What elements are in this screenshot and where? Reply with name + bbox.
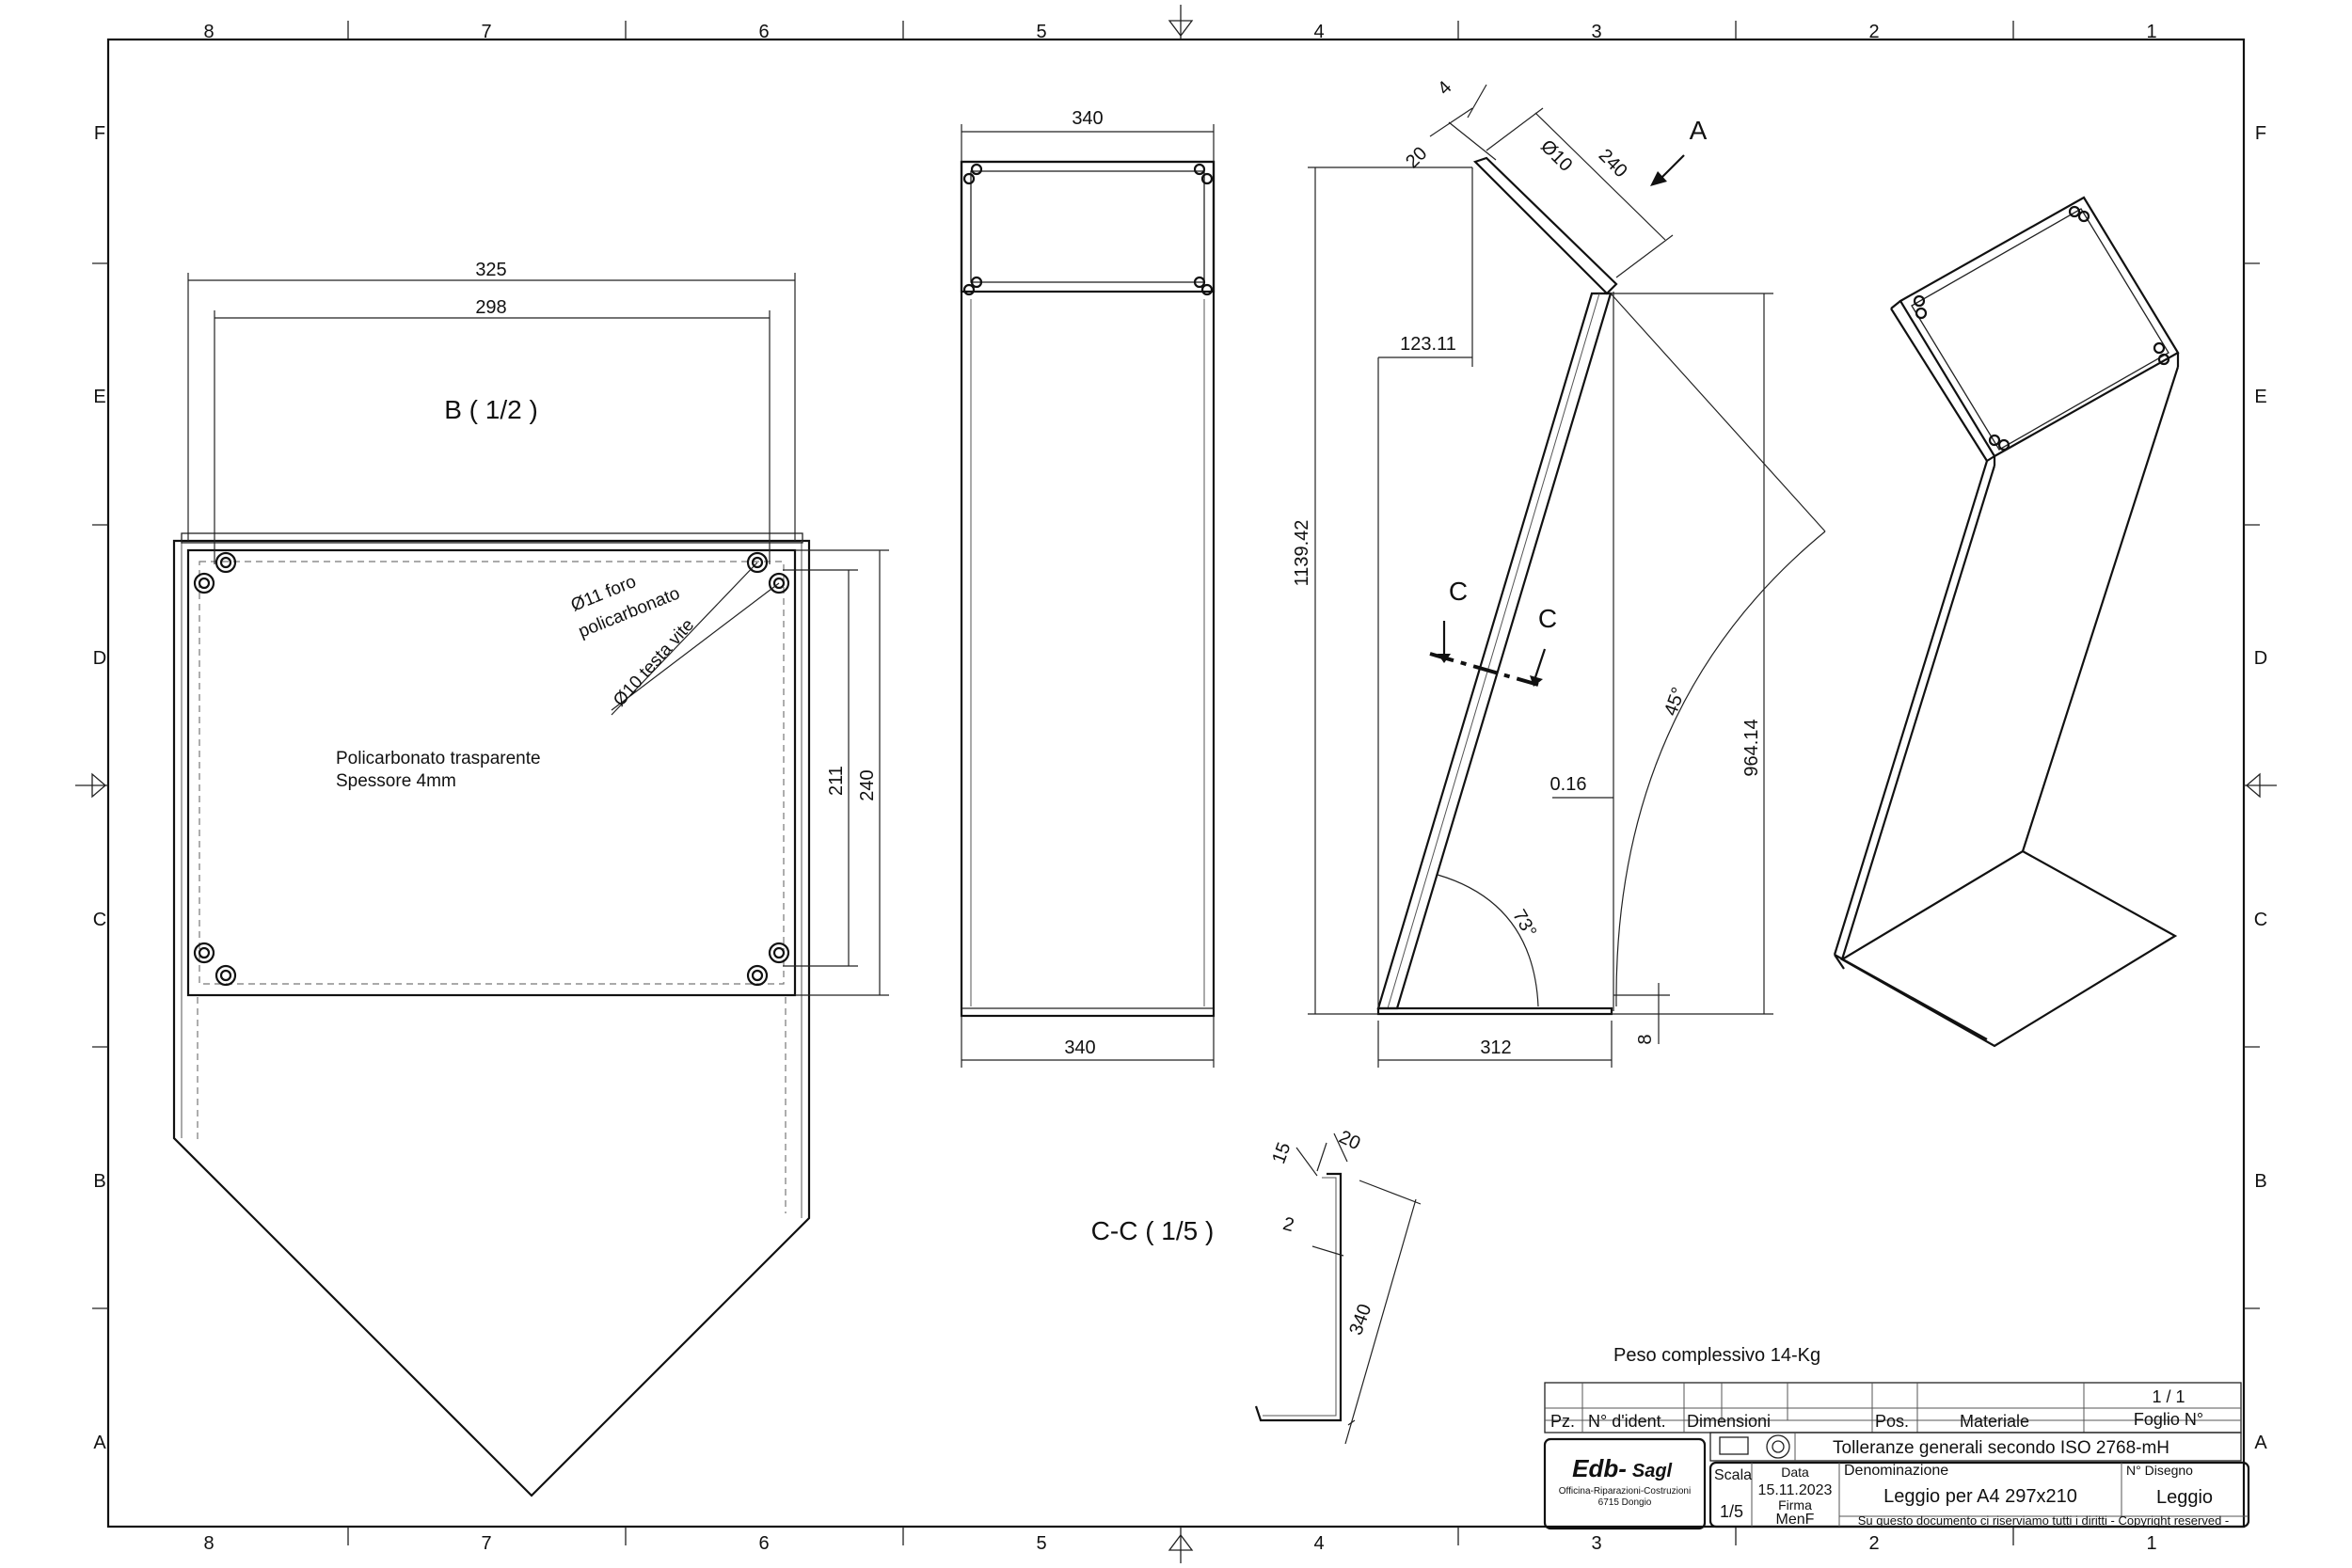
company-logo-suffix: Sagl [1632,1461,1673,1481]
header-materiale: Materiale [1960,1412,2029,1431]
screw-holes [193,551,790,987]
dim-8: 8 [1635,1034,1656,1044]
row-label: B [93,1171,105,1192]
view-arrow-a: A [1690,116,1708,145]
weight-note: Peso complessivo 14-Kg [1613,1345,1820,1366]
row-label: C [2254,910,2267,930]
polycarbonate-plate [186,548,797,997]
dim-964-14: 964.14 [1741,719,1762,776]
firma-value: MenF [1776,1512,1815,1528]
header-pos: Pos. [1875,1412,1909,1431]
column-label: 7 [481,1533,491,1554]
material-note: Policarbonato trasparente [336,749,541,768]
company-line: Officina-Riparazioni-Costruzioni [1559,1486,1691,1497]
column-label: 4 [1313,22,1324,42]
dim-bottom-340: 340 [1064,1037,1095,1058]
dim-0-16: 0.16 [1550,774,1587,795]
column-label: 8 [203,1533,214,1554]
dim-height-211: 211 [826,766,847,796]
denominazione-value: Leggio per A4 297x210 [1883,1486,2077,1507]
dim-4: 4 [1434,77,1455,99]
disegno-value: Leggio [2156,1487,2213,1508]
section-c-c: 15 20 2 340 C-C ( 1/5 ) [1091,1127,1422,1445]
scala-value: 1/5 [1720,1502,1743,1521]
row-label: C [93,910,106,930]
view-b-title: B ( 1/2 ) [444,395,538,424]
dim-15: 15 [1268,1140,1295,1166]
dim-312: 312 [1480,1037,1511,1058]
tolerance-note: Tolleranze generali secondo ISO 2768-mH [1833,1438,2169,1458]
isometric-view [1833,196,2180,1048]
row-label: B [2254,1171,2266,1192]
side-view: 4 20 Ø10 240 123.11 1139.42 964.14 0.16 … [1292,77,1826,1068]
column-label: 3 [1591,1533,1601,1554]
dim-1139-42: 1139.42 [1292,520,1312,587]
dim-height-240: 240 [857,769,878,800]
column-label: 6 [758,1533,769,1554]
header-dimensioni: Dimensioni [1687,1412,1771,1431]
panel-outline [172,539,811,1497]
section-c-c-title: C-C ( 1/5 ) [1091,1216,1215,1245]
material-note: Spessore 4mm [336,771,456,791]
drawing-frame: 8 7 6 5 4 3 2 1 8 7 6 5 4 3 2 1 F E D C … [75,5,2277,1563]
denominazione-label: Denominazione [1844,1463,1948,1479]
column-label: 8 [203,22,214,42]
column-label: 5 [1036,1533,1046,1554]
angle-73: 73° [1508,906,1540,941]
sheet-label: Foglio N° [2134,1410,2203,1429]
firma-label: Firma [1778,1497,1812,1513]
row-label: D [2254,648,2267,669]
row-label: E [2254,387,2266,407]
row-label: A [2254,1433,2267,1453]
disegno-label: N° Disegno [2126,1463,2193,1478]
column-label: 1 [2146,1533,2156,1554]
dim-diameter-10: Ø10 [1536,136,1576,176]
dim-top-340: 340 [1072,108,1103,129]
section-label-c: C [1449,577,1468,606]
company-logo: Edb- [1572,1454,1627,1482]
column-label: 1 [2146,22,2156,42]
rights-note: Su questo documento ci riserviamo tutti … [1858,1513,2230,1528]
scala-label: Scala [1714,1467,1752,1483]
row-label: E [93,387,105,407]
data-label: Data [1781,1465,1809,1480]
header-ident: N° d'ident. [1588,1412,1666,1431]
sheet-count: 1 / 1 [2152,1387,2185,1406]
row-label: A [93,1433,106,1453]
angle-45: 45° [1661,685,1690,719]
column-label: 6 [758,22,769,42]
view-b: 325 298 211 240 B ( 1/2 ) Ø11 foro polic… [172,260,889,1497]
header-pz: Pz. [1550,1412,1575,1431]
row-label: F [94,123,105,144]
column-label: 2 [1868,22,1879,42]
data-value: 15.11.2023 [1758,1482,1833,1498]
dim-width-298: 298 [475,297,506,318]
column-label: 7 [481,22,491,42]
screw-note: Ø10 testa vite [610,615,698,710]
column-label: 5 [1036,22,1046,42]
dim-width-325: 325 [475,260,506,280]
section-label-c: C [1538,604,1557,633]
column-label: 4 [1313,1533,1324,1554]
row-label: D [93,648,106,669]
dim-123-11: 123.11 [1400,334,1456,355]
dim-340: 340 [1345,1302,1375,1338]
company-line: 6715 Dongio [1598,1497,1652,1508]
column-label: 2 [1868,1533,1879,1554]
dim-2: 2 [1280,1213,1295,1236]
dim-20: 20 [1402,143,1431,172]
dim-20: 20 [1336,1127,1363,1154]
front-view: 340 340 [960,108,1216,1068]
row-label: F [2255,123,2266,144]
title-block: Pz. N° d'ident. Dimensioni Pos. Material… [1543,1382,2250,1530]
column-label: 3 [1591,22,1601,42]
